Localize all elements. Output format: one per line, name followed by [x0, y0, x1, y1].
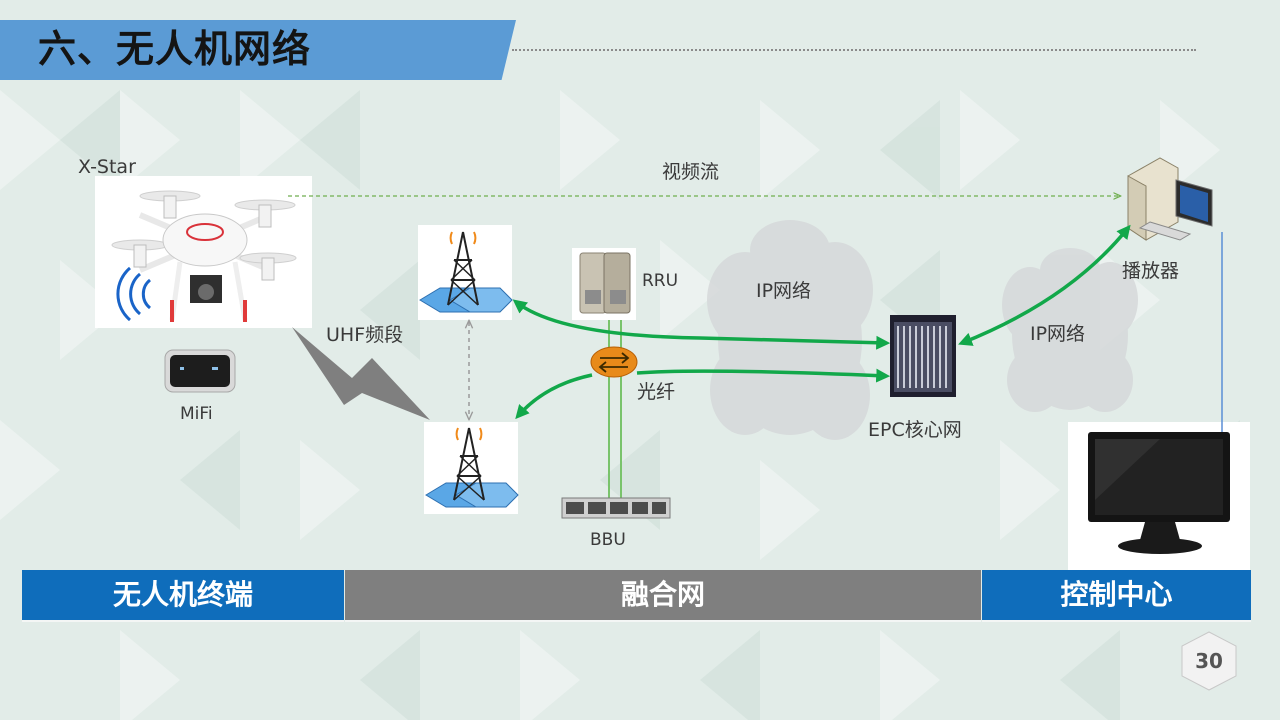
- mifi-label: MiFi: [180, 404, 213, 424]
- base-station-tower-icon: [418, 225, 513, 320]
- player-computer-icon: [1127, 157, 1213, 241]
- drone-label: X-Star: [78, 156, 136, 178]
- video-stream-label: 视频流: [662, 161, 720, 183]
- page-number-badge: [1181, 631, 1237, 691]
- section-network: 融合网: [345, 570, 981, 620]
- mifi-device-icon: [164, 349, 236, 393]
- router-icon: [590, 346, 638, 378]
- uhf-label: UHF频段: [326, 324, 404, 346]
- drone-image: [95, 176, 312, 328]
- title-divider: [512, 49, 1196, 51]
- uhf-lightning-icon: [292, 327, 430, 420]
- bbu-device-icon: [561, 497, 671, 519]
- page-title: 六、无人机网络: [38, 27, 312, 71]
- tower1-epc-link: [512, 299, 891, 350]
- router-epc-link: [636, 368, 891, 383]
- page-number: 30: [1195, 649, 1223, 673]
- rru-device-icon: [572, 248, 636, 320]
- player-label: 播放器: [1122, 260, 1180, 282]
- ip-network-cloud: [707, 220, 873, 440]
- epc-player-link: [958, 224, 1131, 346]
- ip-network-label-2: IP网络: [1030, 323, 1086, 345]
- epc-label: EPC核心网: [868, 419, 962, 441]
- title-band: [0, 20, 516, 80]
- section-control: 控制中心: [982, 570, 1251, 620]
- fiber-label: 光纤: [637, 381, 676, 403]
- epc-server-icon: [890, 315, 956, 397]
- bbu-label: BBU: [590, 530, 626, 550]
- base-station-tower-icon: [424, 422, 519, 514]
- ip-network-label-1: IP网络: [756, 280, 812, 302]
- router-tower2-link: [515, 373, 593, 420]
- rru-label: RRU: [642, 271, 679, 291]
- monitor-icon: [1068, 422, 1250, 572]
- section-terminal: 无人机终端: [22, 570, 344, 620]
